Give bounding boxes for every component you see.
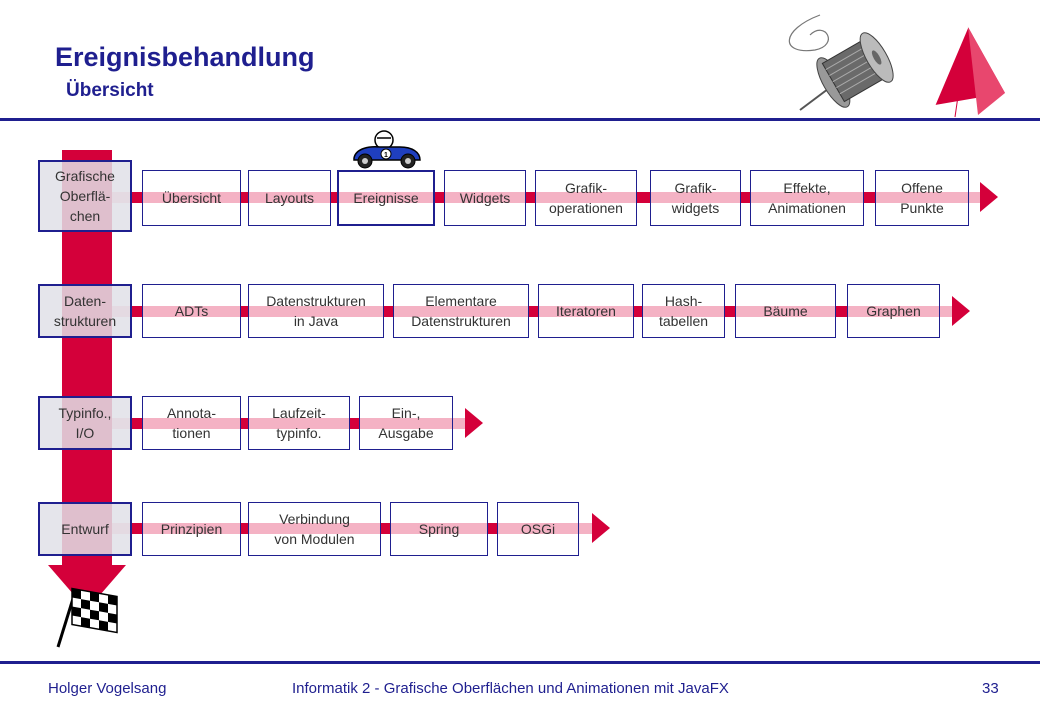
- topic-box: Verbindung von Modulen: [248, 502, 381, 556]
- row-joint: [132, 523, 142, 534]
- topic-box-current: Ereignisse: [337, 170, 435, 226]
- row-arrowhead: [952, 296, 970, 326]
- row-joint: [330, 192, 338, 203]
- topic-box: ADTs: [142, 284, 241, 338]
- row-joint: [725, 306, 735, 317]
- topic-box: Bäume: [735, 284, 836, 338]
- category-box: Grafische Oberflä- chen: [38, 160, 132, 232]
- topic-box: OSGi: [497, 502, 579, 556]
- topic-box: Ein-, Ausgabe: [359, 396, 453, 450]
- row-joint: [240, 192, 249, 203]
- row-joint: [132, 306, 142, 317]
- topic-box: Graphen: [847, 284, 940, 338]
- topic-box: Prinzipien: [142, 502, 241, 556]
- category-box: Typinfo., I/O: [38, 396, 132, 450]
- header-divider: [0, 118, 1040, 121]
- row-joint: [240, 523, 249, 534]
- row-joint: [529, 306, 538, 317]
- row-joint: [488, 523, 497, 534]
- topic-box: Hash- tabellen: [642, 284, 725, 338]
- row-joint: [637, 192, 650, 203]
- row-joint: [526, 192, 535, 203]
- race-car-icon: 1: [353, 130, 421, 169]
- row-joint: [132, 418, 142, 429]
- topic-box: Annota- tionen: [142, 396, 241, 450]
- row-joint: [864, 192, 875, 203]
- row-arrowhead: [465, 408, 483, 438]
- row-connector-bar: [112, 418, 465, 429]
- topic-box: Grafik- operationen: [535, 170, 637, 226]
- row-arrowhead: [980, 182, 998, 212]
- row-joint: [132, 192, 142, 203]
- category-box: Entwurf: [38, 502, 132, 556]
- row-joint: [435, 192, 444, 203]
- topic-box: Effekte, Animationen: [750, 170, 864, 226]
- row-joint: [381, 523, 390, 534]
- slide-title: Ereignisbehandlung: [55, 42, 315, 72]
- topic-box: Laufzeit- typinfo.: [248, 396, 350, 450]
- row-joint: [384, 306, 393, 317]
- topic-box: Datenstrukturen in Java: [248, 284, 384, 338]
- row-joint: [240, 306, 249, 317]
- row-connector-bar: [112, 192, 980, 203]
- row-joint: [836, 306, 847, 317]
- row-arrowhead: [592, 513, 610, 543]
- topic-box: Übersicht: [142, 170, 241, 226]
- svg-text:1: 1: [384, 152, 388, 159]
- slide-subtitle: Übersicht: [66, 80, 154, 101]
- topic-box: Offene Punkte: [875, 170, 969, 226]
- topic-box: Elementare Datenstrukturen: [393, 284, 529, 338]
- red-sail-logo-icon: [934, 26, 1005, 118]
- footer-page-number: 33: [982, 680, 999, 697]
- topic-box: Iteratoren: [538, 284, 634, 338]
- thread-spool-icon: [788, 14, 894, 111]
- row-joint: [350, 418, 359, 429]
- footer-author: Holger Vogelsang: [48, 680, 167, 697]
- row-joint: [240, 418, 249, 429]
- footer-divider: [0, 661, 1040, 664]
- footer-course: Informatik 2 - Grafische Oberflächen und…: [292, 680, 729, 697]
- row-connector-bar: [112, 523, 592, 534]
- topic-box: Grafik- widgets: [650, 170, 741, 226]
- category-box: Daten- strukturen: [38, 284, 132, 338]
- row-joint: [634, 306, 642, 317]
- row-joint: [741, 192, 750, 203]
- topic-box: Layouts: [248, 170, 331, 226]
- topic-box: Spring: [390, 502, 488, 556]
- checkered-flag-icon: [56, 587, 118, 648]
- topic-box: Widgets: [444, 170, 526, 226]
